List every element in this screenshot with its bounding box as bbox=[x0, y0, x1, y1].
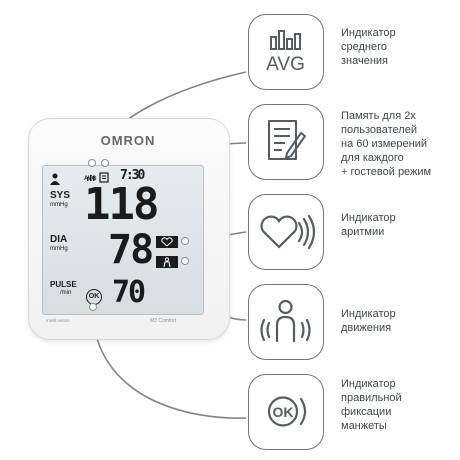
dia-value: 78 bbox=[108, 227, 154, 273]
time-readout: 7:30 bbox=[120, 168, 145, 183]
avg-icon-text: AVG bbox=[266, 54, 305, 75]
intellisense-text: Intelli sense bbox=[46, 318, 70, 323]
feature-movement-box bbox=[248, 284, 324, 360]
feature-memory-line: для каждого bbox=[341, 152, 404, 164]
avg-label: AVG bbox=[84, 176, 97, 182]
connector-dot-memory bbox=[101, 159, 109, 167]
feature-memory-line: + гостевой режим bbox=[341, 166, 432, 178]
feature-ok-box: OK bbox=[248, 374, 324, 450]
sys-label: SYS bbox=[50, 190, 71, 201]
feature-ok-line: фиксации bbox=[341, 406, 392, 418]
connector-dot-arrhythmia bbox=[181, 237, 189, 245]
feature-memory-line: на 60 измерений bbox=[341, 138, 428, 150]
connector-dot-avg bbox=[88, 159, 96, 167]
feature-ok-text: Индикатор правильной фиксации манжеты bbox=[341, 377, 459, 433]
feature-memory-text: Память для 2х пользователей на 60 измере… bbox=[341, 109, 459, 179]
movement-person-icon bbox=[260, 299, 311, 343]
feature-arrhythmia-line: Индикатор bbox=[341, 212, 396, 224]
connector-dot-ok bbox=[89, 303, 97, 311]
feature-ok-line: манжеты bbox=[341, 420, 387, 432]
feature-memory-line: Память для 2х bbox=[341, 110, 416, 122]
feature-arrhythmia-box bbox=[248, 194, 324, 270]
movement-indicator bbox=[156, 256, 178, 268]
brand-logo: OMRON bbox=[100, 133, 156, 148]
feature-memory-line: пользователей bbox=[341, 124, 417, 136]
pulse-value: 70 bbox=[112, 275, 146, 310]
feature-avg-text: Индикатор среднего значения bbox=[341, 26, 459, 68]
average-bars-icon: AVG bbox=[266, 30, 305, 75]
feature-memory-box bbox=[248, 104, 324, 180]
arrhythmia-heart-indicator bbox=[156, 236, 178, 248]
sys-unit: mmHg bbox=[50, 202, 68, 208]
feature-ok-line: правильной bbox=[341, 392, 402, 404]
model-name: M3 Comfort bbox=[150, 318, 177, 324]
memory-icon bbox=[99, 170, 110, 188]
feature-movement-text: Индикатор движения bbox=[341, 307, 459, 335]
feature-avg-line: значения bbox=[341, 55, 389, 67]
arrhythmia-heart-icon bbox=[260, 214, 316, 250]
feature-ok-line: Индикатор bbox=[341, 378, 396, 390]
feature-movement-line: движения bbox=[341, 322, 392, 334]
ok-cuff-icon: OK bbox=[267, 396, 307, 427]
memory-notepad-icon bbox=[268, 120, 306, 160]
pulse-unit: /min bbox=[60, 290, 72, 296]
user-icon bbox=[50, 172, 60, 190]
avg-bars-icon bbox=[86, 168, 96, 186]
dia-unit: mmHg bbox=[50, 246, 68, 252]
feature-avg-line: Индикатор bbox=[341, 27, 396, 39]
feature-avg-box: AVG bbox=[248, 14, 324, 90]
feature-arrhythmia-text: Индикатор аритмии bbox=[341, 211, 459, 239]
intellisense-logo: Intelli sense bbox=[46, 318, 70, 323]
dia-label: DIA bbox=[50, 234, 68, 245]
feature-movement-line: Индикатор bbox=[341, 308, 396, 320]
connector-dot-movement bbox=[181, 257, 189, 265]
sys-value: 118 bbox=[84, 179, 159, 230]
feature-avg-line: среднего bbox=[341, 41, 387, 53]
feature-arrhythmia-line: аритмии bbox=[341, 226, 385, 238]
ok-icon-text: OK bbox=[273, 404, 294, 420]
pulse-label: PULSE bbox=[50, 280, 77, 289]
